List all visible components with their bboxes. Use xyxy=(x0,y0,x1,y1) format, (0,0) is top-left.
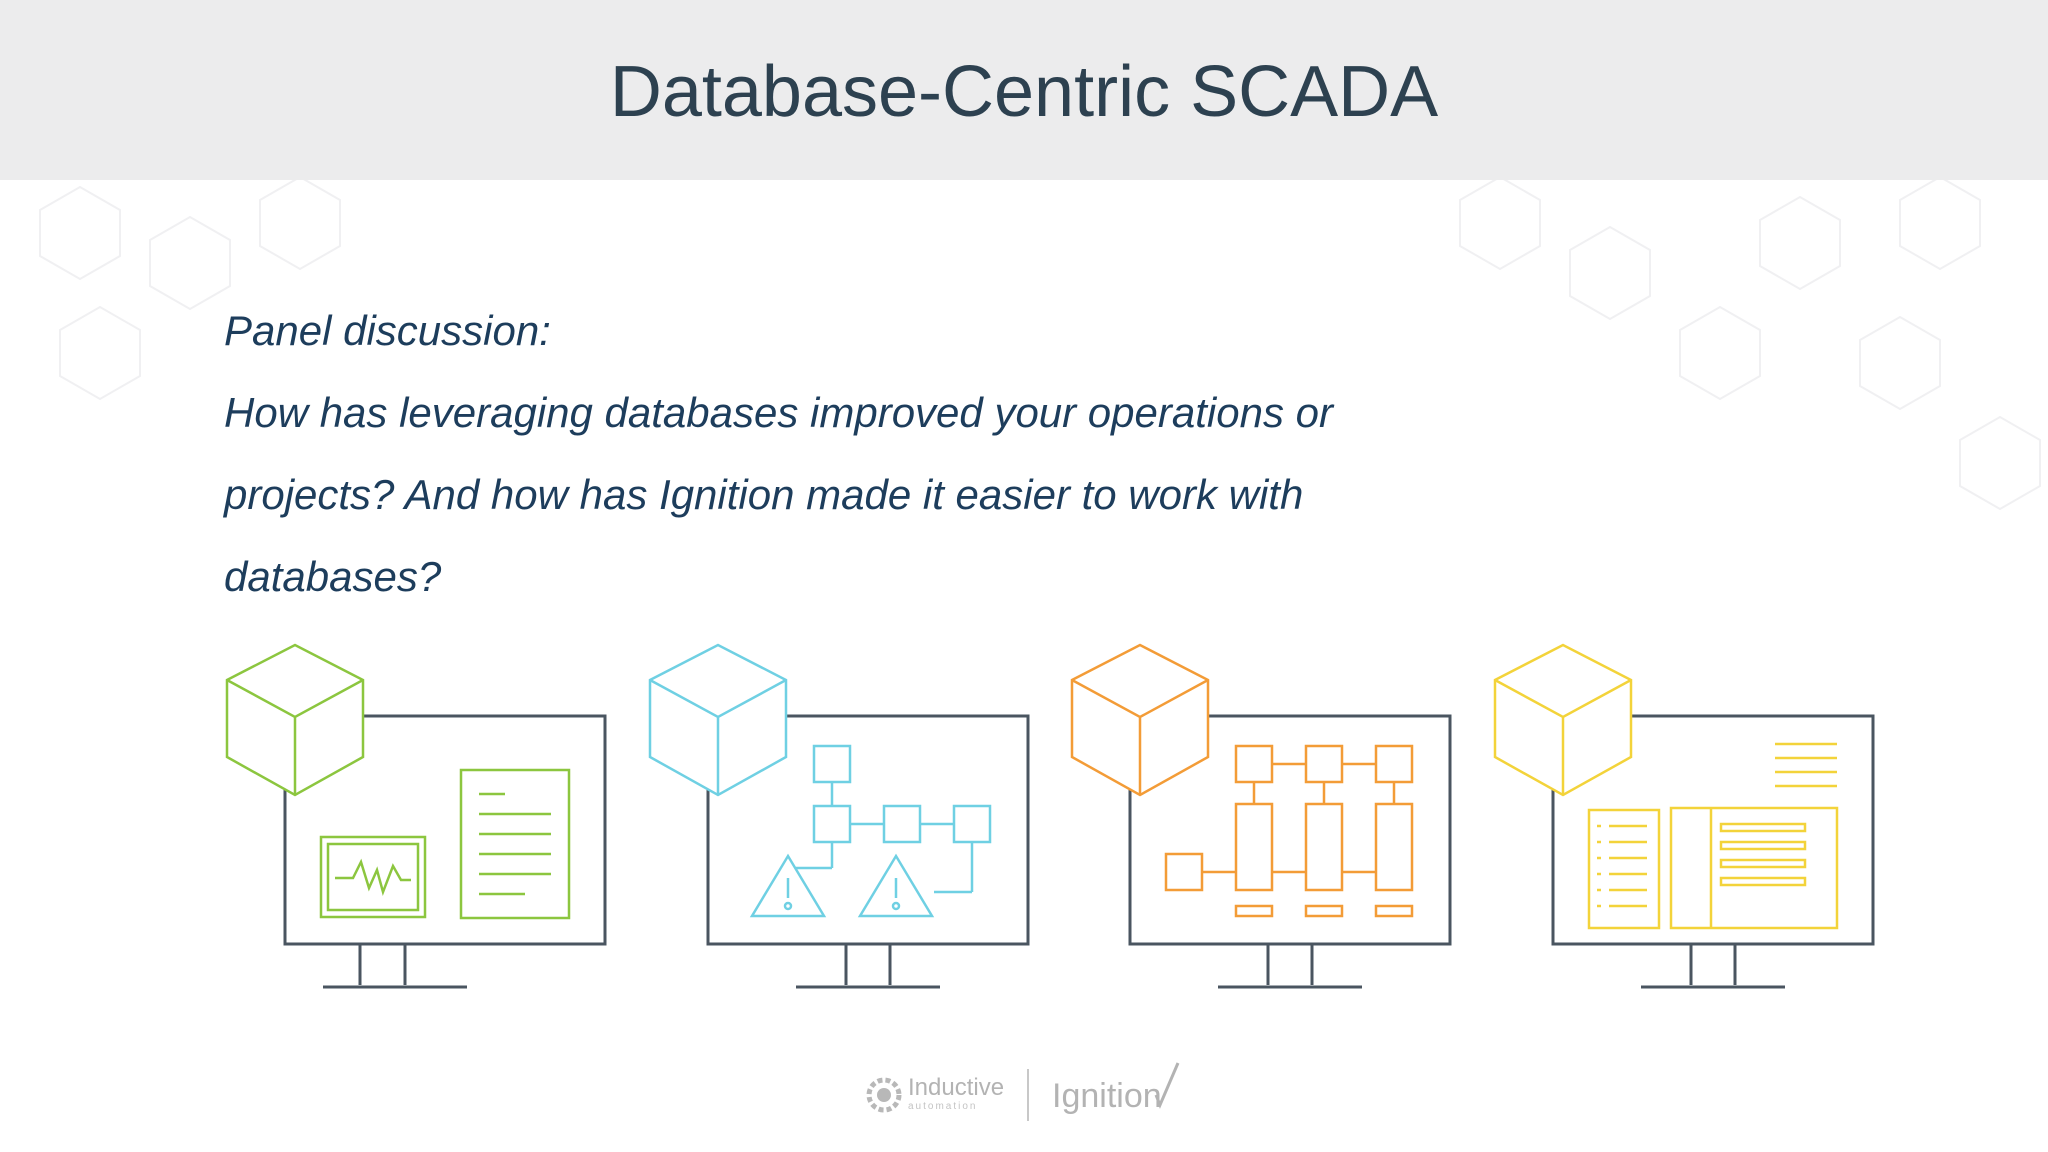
brand-ignition: Ignition xyxy=(1052,1077,1162,1115)
cube-icon xyxy=(1070,643,1210,797)
body-line: projects? And how has Ignition made it e… xyxy=(224,471,1304,518)
flow-diagram-icon xyxy=(796,744,992,894)
hexagon-background-pattern xyxy=(39,180,2041,511)
monitor-with-trend-and-document xyxy=(225,643,607,989)
slide-body: Panel discussion: How has leveraging dat… xyxy=(224,290,1524,618)
monitor-with-list-and-report xyxy=(1493,643,1875,989)
cube-icon xyxy=(225,643,365,797)
process-blocks-icon xyxy=(1164,744,1414,918)
trend-chart-icon xyxy=(319,835,427,919)
body-line: databases? xyxy=(224,553,442,600)
ignition-logo: Ignition xyxy=(1052,1062,1180,1115)
inductive-automation-logo: Inductive automation xyxy=(866,1074,1004,1113)
body-line: Panel discussion: xyxy=(224,307,551,354)
report-icon xyxy=(1669,806,1839,930)
warning-icon xyxy=(857,853,935,918)
cube-icon xyxy=(648,643,788,797)
body-line: How has leveraging databases improved yo… xyxy=(224,389,1333,436)
title-bar: Database-Centric SCADA xyxy=(0,0,2048,180)
brand-inductive: Inductive xyxy=(908,1074,1004,1101)
monitor-with-flow-diagram-and-alarms xyxy=(648,643,1030,989)
list-icon xyxy=(1587,808,1661,930)
report-header-lines-icon xyxy=(1775,742,1837,788)
warning-icon xyxy=(749,853,827,918)
monitor-with-process-blocks xyxy=(1070,643,1452,989)
cube-icon xyxy=(1493,643,1633,797)
footer-logos: Inductive automation Ignition xyxy=(866,1062,1180,1121)
document-icon xyxy=(459,768,571,920)
slide-title: Database-Centric SCADA xyxy=(609,52,1439,132)
brand-automation: automation xyxy=(908,1101,977,1112)
